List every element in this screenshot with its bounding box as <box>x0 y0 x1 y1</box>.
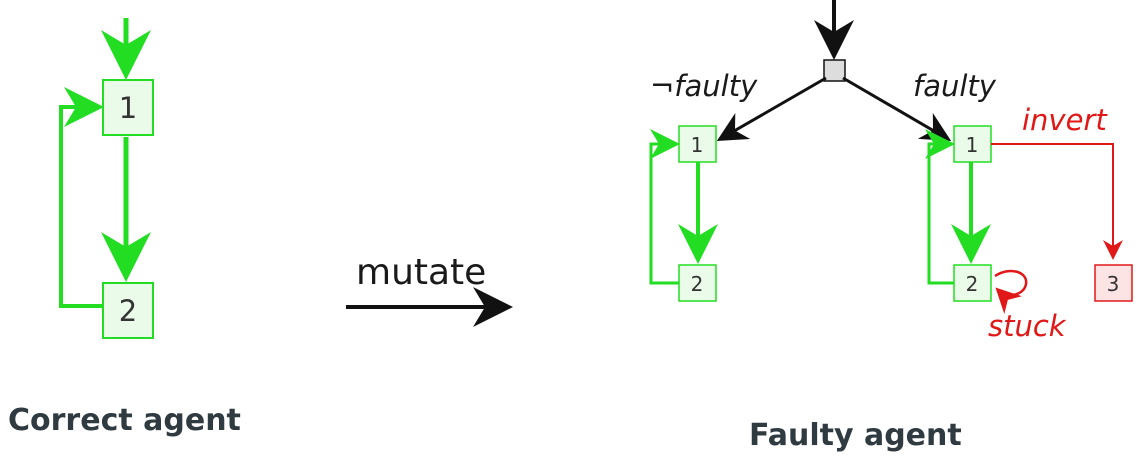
correct-edge-2-to-1-loop <box>59 87 104 308</box>
faulty-agent-caption: Faulty agent <box>749 418 962 453</box>
branch-faulty-arrow <box>842 76 952 142</box>
correct-state-1-label: 1 <box>119 91 137 125</box>
stuck-label: stuck <box>988 309 1067 343</box>
left-state-1-box <box>678 125 717 163</box>
fault-state-3-box <box>1094 264 1133 302</box>
correct-agent-caption: Correct agent <box>8 403 241 438</box>
correct-state-1-box <box>102 79 154 136</box>
correct-agent-diagram: 1 2 <box>59 18 154 339</box>
left-edge-2-to-1-loop <box>649 129 680 285</box>
correct-state-2-box <box>102 282 154 339</box>
correct-state-2-label: 2 <box>119 294 137 328</box>
branch-faulty-label: faulty <box>913 69 997 103</box>
left-state-1-label: 1 <box>691 133 704 157</box>
left-state-2-box <box>678 264 717 302</box>
right-state-1-label: 1 <box>966 133 979 157</box>
branch-not-faulty-label: ¬faulty <box>650 69 758 103</box>
fault-state-3-label: 3 <box>1107 272 1120 296</box>
right-state-2-box <box>953 264 992 302</box>
invert-fault-arrow <box>991 143 1123 260</box>
left-state-2-label: 2 <box>691 272 704 296</box>
stuck-self-loop <box>994 269 1028 314</box>
mutate-label: mutate <box>356 252 487 293</box>
invert-label: invert <box>1022 103 1108 137</box>
faulty-agent-diagram: ¬faulty faulty 1 2 1 2 invert 3 stuck <box>649 0 1133 343</box>
right-state-2-label: 2 <box>966 272 979 296</box>
choice-node <box>823 59 846 82</box>
branch-not-faulty-arrow <box>716 76 827 141</box>
right-edge-2-to-1-loop <box>925 129 955 285</box>
